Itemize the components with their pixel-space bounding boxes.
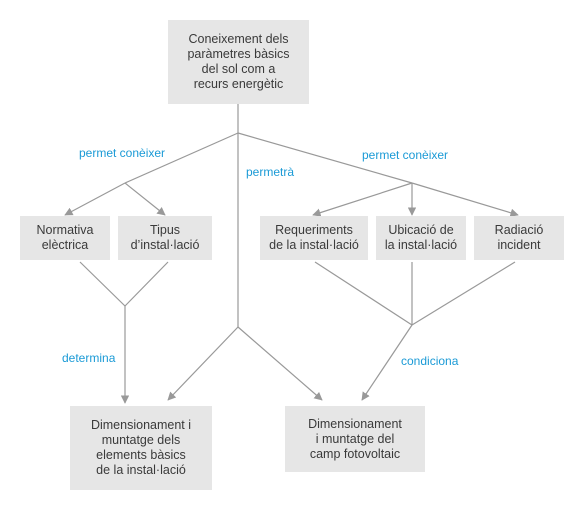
node-dimensionament-elements: Dimensionament i muntatge dels elements … [70,406,212,490]
merge-radiacio [411,261,516,326]
label-permetra: permetrà [246,165,295,179]
label-permet-conixer-right: permet conèixer [362,148,449,162]
node-tipus-installacio: Tipus d’instal·lació [118,216,212,260]
node-radiacio: Radiació incident [474,216,564,260]
connector-top-right [237,132,413,184]
arrow-to-tipus [124,182,166,216]
merge-requeriments [314,261,413,326]
node-requeriments: Requeriments de la instal·lació [260,216,368,260]
arrow-condiciona [361,324,413,401]
arrow-to-radiacio [411,182,519,217]
connector-top-left [124,132,239,184]
arrow-to-requeriments [312,182,413,217]
node-coneixement: Coneixement dels paràmetres bàsics del s… [168,20,309,104]
merge-tipus [124,261,169,307]
node-dimensionament-camp: Dimensionament i muntatge del camp fotov… [285,406,425,472]
merge-normativa [79,261,126,307]
label-condiciona: condiciona [401,354,459,368]
arrow-to-normativa [64,182,126,216]
arrow-center-to-camp [237,326,323,401]
node-normativa-electrica: Normativa elèctrica [20,216,110,260]
node-ubicacio: Ubicació de la instal·lació [376,216,466,260]
arrow-center-to-elements [167,326,239,401]
label-permet-conixer-left: permet conèixer [79,146,166,160]
label-determina: determina [62,351,116,365]
